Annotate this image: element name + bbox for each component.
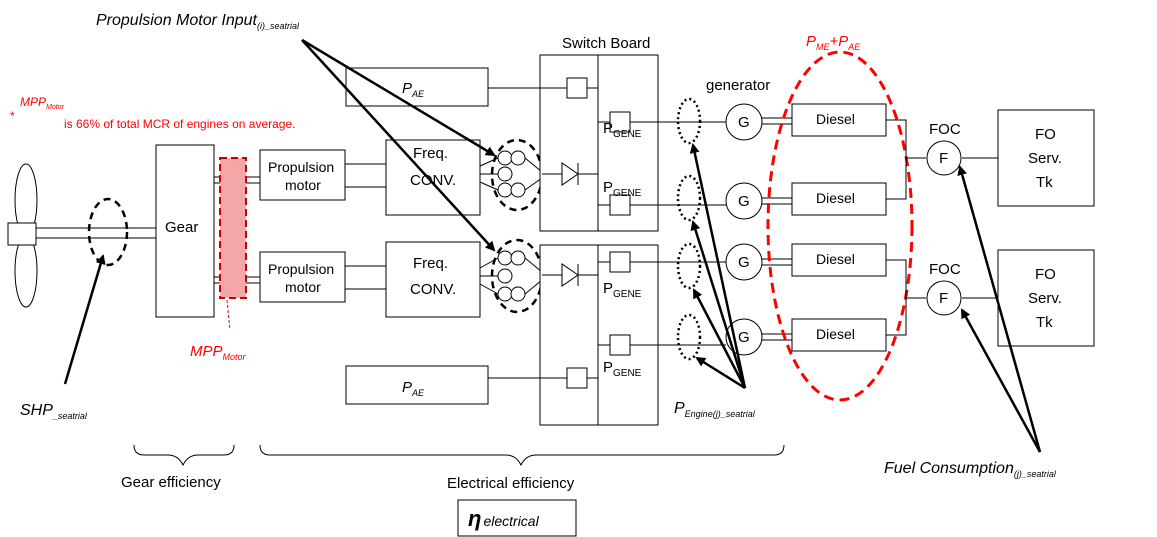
- freq-converter-2-label-line1: Freq.: [413, 255, 448, 272]
- shp-arrow: [63, 254, 106, 385]
- mpp-motor-measure-box: [219, 157, 247, 299]
- shp-label: SHP_seatrial: [20, 402, 88, 421]
- foc-2-meter-label: F: [939, 290, 948, 307]
- gen-diesel-shafts: [762, 117, 792, 341]
- switch-board: [539, 54, 659, 426]
- pme-pae-measure-region: [766, 50, 914, 402]
- eta-electrical-box: [457, 499, 577, 537]
- pengine-measure-points: [676, 97, 702, 361]
- switch-inverters: [542, 162, 598, 287]
- generator-2-label: G: [738, 193, 750, 210]
- diesel-engines: [791, 103, 887, 352]
- propeller-icon: [7, 163, 38, 308]
- foc-2-label: FOC: [929, 261, 961, 278]
- foc-1-meter-label: F: [939, 150, 948, 167]
- propulsion-motor-input-label: Propulsion Motor Input(i)_seatrial: [96, 12, 300, 31]
- efficiency-braces: [133, 444, 785, 467]
- propulsion-motor-2-label-line1: Propulsion: [268, 261, 334, 277]
- pae-top-label: PAE: [402, 80, 425, 99]
- fo-service-tank-2: [997, 249, 1095, 347]
- pgene-label-3: PGENE: [603, 280, 642, 300]
- transformer-2: [479, 250, 543, 302]
- freq-converter-1: [385, 139, 481, 216]
- pae-box-top: [345, 67, 489, 107]
- pgene-label-1: PGENE: [603, 120, 642, 140]
- fuel-consumption-label: Fuel Consumption(j)_seatrial: [884, 460, 1057, 479]
- pengine-arrows: [689, 143, 747, 390]
- propeller-shaft: [36, 227, 156, 239]
- generator-4-label: G: [738, 329, 750, 346]
- mpp-note-text: is 66% of total MCR of engines on averag…: [64, 117, 295, 131]
- electrical-efficiency-label: Electrical efficiency: [447, 475, 575, 492]
- diesel-4-label: Diesel: [816, 326, 855, 342]
- propulsion-motor-1-label-line2: motor: [285, 177, 321, 193]
- diesel-3-label: Diesel: [816, 251, 855, 267]
- fo-tank-1-line3: Tk: [1036, 174, 1053, 191]
- fuel-consumption-arrows: [957, 165, 1042, 453]
- fo-tank-1-line1: FO: [1035, 126, 1056, 143]
- gear-box: [155, 144, 215, 318]
- generator-3-label: G: [738, 254, 750, 271]
- fo-tank-1-line2: Serv.: [1028, 150, 1062, 167]
- generators: [725, 103, 763, 356]
- mpp-note-head: MPPMotor: [20, 95, 65, 111]
- freq-converter-1-label-line1: Freq.: [413, 145, 448, 162]
- diesel-2-label: Diesel: [816, 190, 855, 206]
- fo-tank-2-line2: Serv.: [1028, 290, 1062, 307]
- freq-converter-2: [385, 241, 481, 318]
- mpp-note-star: *: [10, 109, 15, 123]
- propulsion-motor-1-label-line1: Propulsion: [268, 159, 334, 175]
- fo-service-tank-1: [997, 109, 1095, 207]
- pgene-label-4: PGENE: [603, 359, 642, 379]
- pengine-label: PEngine(j)_seatrial: [674, 400, 756, 419]
- fo-tank-2-line1: FO: [1035, 266, 1056, 283]
- pme-pae-label: PME+PAE: [806, 33, 861, 52]
- propulsion-motor-1: [259, 149, 346, 201]
- motor-conv-lines: [345, 163, 386, 290]
- freq-converter-2-label-line2: CONV.: [410, 281, 456, 298]
- diesel-1-label: Diesel: [816, 111, 855, 127]
- pae-bottom-label: PAE: [402, 379, 425, 398]
- fuel-lines: [886, 119, 998, 336]
- pae-box-bottom: [345, 365, 489, 405]
- motor-input-arrows: [301, 38, 496, 252]
- switch-breakers: [566, 77, 631, 389]
- foc-1-label: FOC: [929, 121, 961, 138]
- transformer-1: [479, 150, 543, 198]
- switch-board-label: Switch Board: [562, 35, 650, 52]
- fo-tank-2-line3: Tk: [1036, 314, 1053, 331]
- foc-meters: [926, 140, 962, 316]
- pgene-label-2: PGENE: [603, 179, 642, 199]
- propulsion-motor-2-label-line2: motor: [285, 279, 321, 295]
- mpp-motor-label: MPPMotor: [190, 343, 247, 362]
- generator-label: generator: [706, 77, 770, 94]
- mpp-motor-pointer: [226, 299, 231, 331]
- gear-efficiency-label: Gear efficiency: [121, 474, 221, 491]
- generator-1-label: G: [738, 114, 750, 131]
- shp-measure-point: [87, 197, 129, 267]
- propulsion-motor-2: [259, 251, 346, 303]
- freq-converter-1-label-line2: CONV.: [410, 172, 456, 189]
- gear-label: Gear: [165, 219, 198, 236]
